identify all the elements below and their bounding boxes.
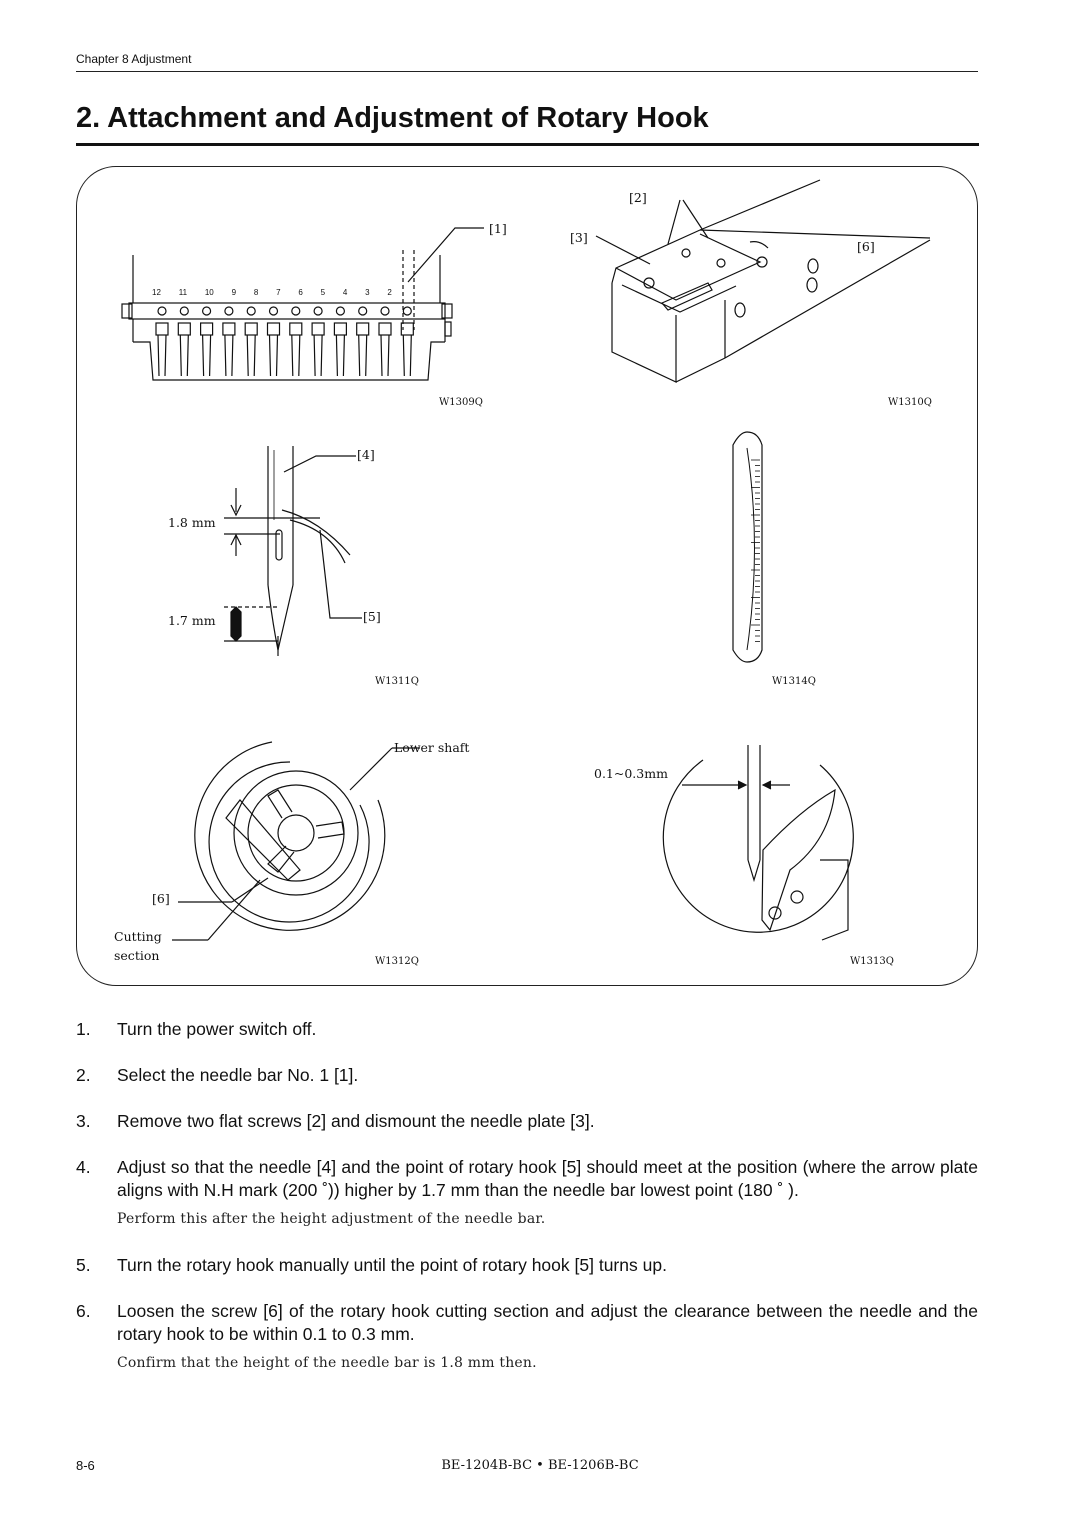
lower-shaft-label: Lower shaft: [394, 740, 470, 755]
cutting-label: Cutting: [114, 929, 162, 944]
step-3: 3. Remove two flat screws [2] and dismou…: [76, 1110, 978, 1133]
step-text: Remove two flat screws [2] and dismount …: [117, 1111, 595, 1131]
callout-1: [1]: [489, 221, 507, 236]
needle-number: 4: [342, 288, 348, 297]
needle-number-row: 12 11 10 9 8 7 6 5 4 3 2: [152, 288, 392, 297]
callout-5: [5]: [363, 609, 381, 624]
step-note: Perform this after the height adjustment…: [117, 1211, 546, 1227]
step-number: 5.: [76, 1255, 91, 1275]
needle-number: 3: [365, 288, 370, 297]
callout-2: [2]: [629, 190, 647, 205]
needle-number: 5: [320, 288, 326, 297]
code-w1312: W1312Q: [375, 956, 419, 967]
needle-number: 11: [178, 288, 188, 297]
step-number: 3.: [76, 1111, 91, 1131]
needle-number: 10: [204, 288, 214, 297]
needle-number: 2: [387, 288, 392, 297]
step-5: 5. Turn the rotary hook manually until t…: [76, 1254, 978, 1277]
code-w1311: W1311Q: [375, 676, 419, 687]
dimension-1-7: 1.7 mm: [168, 613, 216, 628]
callout-6-hook: [6]: [152, 891, 170, 906]
step-number: 1.: [76, 1019, 91, 1039]
step-number: 6.: [76, 1301, 91, 1321]
chapter-header: Chapter 8 Adjustment: [76, 52, 192, 66]
dimension-1-8: 1.8 mm: [168, 515, 216, 530]
needle-number: 12: [152, 288, 161, 297]
title-rule: [76, 143, 979, 146]
step-text: Select the needle bar No. 1 [1].: [117, 1065, 359, 1085]
page-title: 2. Attachment and Adjustment of Rotary H…: [76, 102, 709, 134]
step-4: 4. Adjust so that the needle [4] and the…: [76, 1156, 978, 1231]
code-w1310: W1310Q: [888, 397, 932, 408]
code-w1313: W1313Q: [850, 956, 894, 967]
step-2: 2. Select the needle bar No. 1 [1].: [76, 1064, 978, 1087]
needle-plate-drawing: [595, 179, 931, 383]
needle-number: 9: [231, 288, 237, 297]
figure-drawings: [121, 179, 931, 941]
callout-3: [3]: [570, 230, 588, 245]
step-6: 6. Loosen the screw [6] of the rotary ho…: [76, 1300, 978, 1375]
step-text: Turn the power switch off.: [117, 1019, 317, 1039]
needle-number: 8: [253, 288, 259, 297]
clearance-label: 0.1~0.3mm: [594, 766, 668, 781]
callout-4: [4]: [357, 447, 375, 462]
needle-number: 6: [298, 288, 303, 297]
step-text: Loosen the screw [6] of the rotary hook …: [117, 1301, 978, 1344]
needle-bar-case-drawing: [121, 227, 484, 381]
page-number: 8-6: [76, 1458, 95, 1473]
code-w1309: W1309Q: [439, 397, 483, 408]
callout-6-plate: [6]: [857, 239, 875, 254]
needle-drawing: [224, 446, 362, 656]
scale-drawing: [732, 431, 763, 663]
code-w1314: W1314Q: [772, 676, 816, 687]
procedure-steps: 1. Turn the power switch off. 2. Select …: [76, 1018, 978, 1375]
clearance-drawing: [662, 745, 854, 941]
needle-number: 7: [276, 288, 281, 297]
model-name: BE-1204B-BC • BE-1206B-BC: [441, 1458, 639, 1473]
step-number: 4.: [76, 1157, 91, 1177]
figure-panel: [76, 166, 978, 986]
step-1: 1. Turn the power switch off.: [76, 1018, 978, 1041]
header-rule: [76, 71, 978, 72]
rotary-hook-drawing: [172, 741, 420, 941]
section-label: section: [114, 948, 160, 963]
step-text: Turn the rotary hook manually until the …: [117, 1255, 667, 1275]
step-note: Confirm that the height of the needle ba…: [117, 1355, 537, 1371]
step-number: 2.: [76, 1065, 91, 1085]
step-text: Adjust so that the needle [4] and the po…: [117, 1157, 978, 1200]
